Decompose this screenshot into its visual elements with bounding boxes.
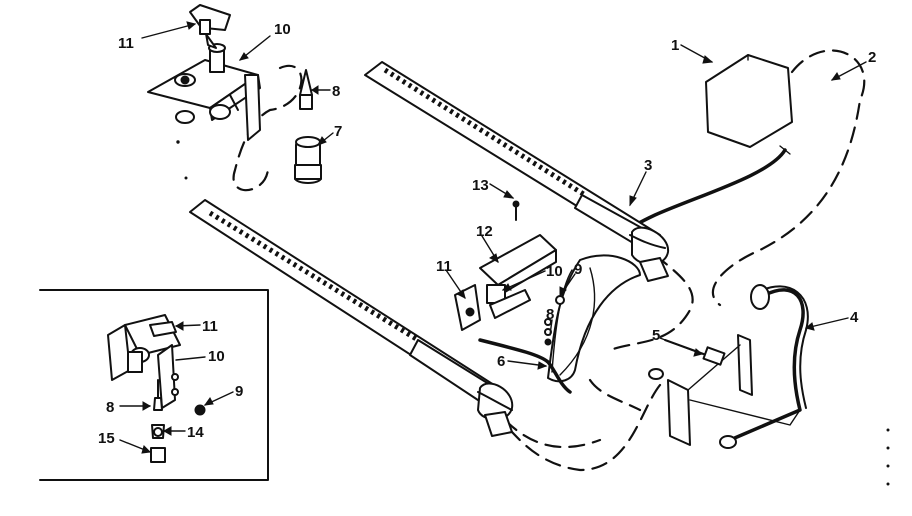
lower-burner: [189, 199, 514, 437]
callout-14: 14: [187, 424, 204, 441]
callout-12: 12: [476, 223, 493, 240]
callout-8-top: 8: [332, 83, 340, 100]
gas-valve-part-1: [705, 54, 793, 148]
dash-pipe-bottom: [588, 378, 642, 412]
fitting-part-5: [648, 339, 726, 380]
screw-part-13: [512, 200, 520, 221]
dash-valve-top: [712, 49, 866, 307]
pilot-assembly-mid: [454, 284, 531, 331]
callout-10-top: 10: [274, 21, 291, 38]
callout-4: 4: [850, 309, 859, 326]
callout-11-top: 11: [118, 35, 134, 52]
callout-1: 1: [671, 37, 679, 54]
callout-8-mid: 8: [546, 306, 554, 323]
support-rod-part-4: [719, 284, 809, 449]
mounting-bracket: [667, 334, 801, 446]
callout-6: 6: [497, 353, 505, 370]
callout-5: 5: [652, 327, 660, 344]
callout-7: 7: [334, 123, 342, 140]
inset-detail: [39, 289, 269, 481]
nut-part-7: [294, 136, 322, 184]
callout-8-inset: 8: [106, 399, 114, 416]
callout-9-mid: 9: [574, 261, 582, 278]
scan-specks: [176, 140, 890, 486]
callout-10-mid: 10: [546, 263, 563, 280]
leader-lines: [119, 21, 867, 454]
callout-3: 3: [644, 157, 652, 174]
upper-burner-part-3: [364, 61, 670, 282]
dash-burner-bottom: [503, 418, 602, 449]
callout-11-inset: 11: [202, 318, 218, 335]
center-bracket: [547, 254, 641, 383]
callout-10-inset: 10: [208, 348, 225, 365]
orifice-part-8-top: [299, 69, 313, 110]
callout-15: 15: [98, 430, 115, 447]
small-parts-mid: [544, 295, 565, 346]
callout-labels: 11 10 8 7 1 2 3 13 12 11 10 9 8 6 5 4 11…: [98, 21, 876, 447]
callout-13: 13: [472, 177, 489, 194]
callout-11-mid: 11: [436, 258, 452, 275]
callout-2: 2: [868, 49, 876, 66]
pilot-tube-part-6: [478, 338, 572, 394]
pilot-bracket-top: [147, 4, 261, 141]
callout-9-inset: 9: [235, 383, 243, 400]
dash-bracket-bottom: [508, 383, 662, 472]
dash-valve-left: [608, 253, 694, 352]
inset-frame: [39, 289, 269, 481]
